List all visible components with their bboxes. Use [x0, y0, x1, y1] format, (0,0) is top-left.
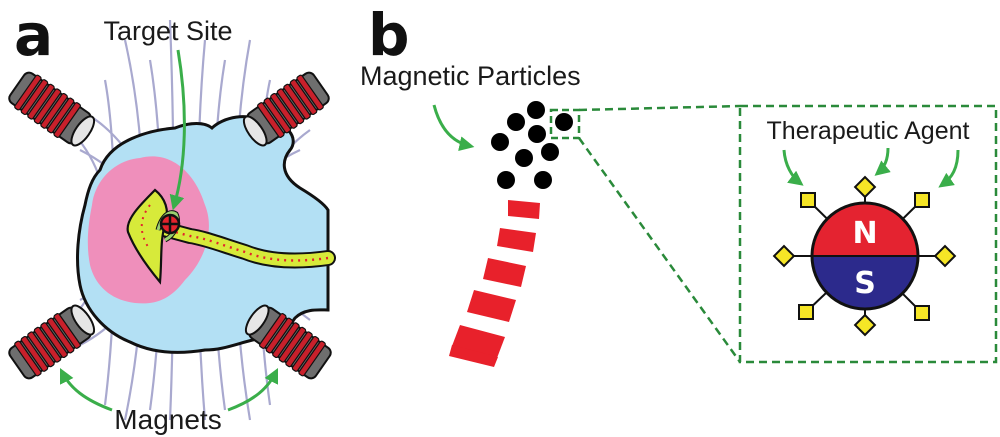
zoom-line-bottom — [577, 137, 742, 363]
magnet-bottom-left — [4, 298, 101, 384]
panel-a-letter: a — [14, 1, 53, 69]
magnetic-particle-ns: N S — [810, 201, 920, 311]
therapeutic-agent-label: Therapeutic Agent — [767, 117, 970, 145]
magnets-label: Magnets — [114, 404, 221, 435]
south-pole-label: S — [854, 266, 876, 301]
panel-b: b Magnetic Particles — [360, 1, 998, 367]
magnetic-particle-cluster — [491, 101, 573, 189]
particles-arrow — [432, 104, 475, 152]
magnets-arrow-left — [59, 367, 113, 412]
zoom-line-top — [578, 104, 741, 112]
target-site-marker — [159, 213, 181, 235]
north-pole-label: N — [852, 216, 877, 251]
zoom-detail-box — [738, 104, 998, 364]
agent-arrow-middle — [874, 147, 891, 176]
target-site-label: Target Site — [103, 16, 232, 46]
magnet-top-left — [4, 67, 101, 153]
magnetic-particles-label: Magnetic Particles — [360, 61, 581, 91]
particle-motion-trail — [449, 200, 540, 367]
panel-b-letter: b — [368, 1, 410, 69]
agent-arrow-right — [938, 149, 960, 188]
target-site-arrow — [169, 49, 186, 211]
panel-a: a Target Site Magnets — [4, 1, 336, 435]
magnets-arrow-right — [227, 367, 279, 412]
zoom-source-box — [549, 108, 581, 140]
agent-arrow-left — [782, 149, 804, 186]
